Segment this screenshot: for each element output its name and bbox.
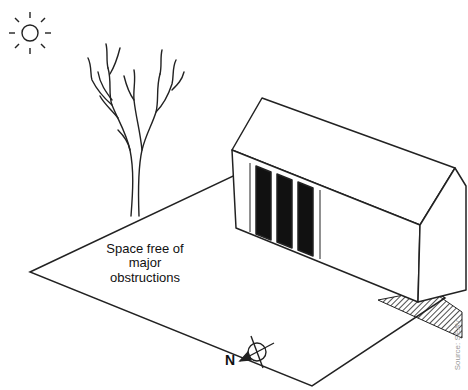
- tree: [88, 44, 184, 216]
- house: [232, 98, 466, 302]
- source-watermark: Source: SEAV: [454, 320, 462, 371]
- sun-symbol: [9, 12, 51, 54]
- north-letter: N: [222, 353, 238, 367]
- north-compass: [240, 336, 274, 368]
- area-note: Space free of major obstructions: [95, 242, 195, 285]
